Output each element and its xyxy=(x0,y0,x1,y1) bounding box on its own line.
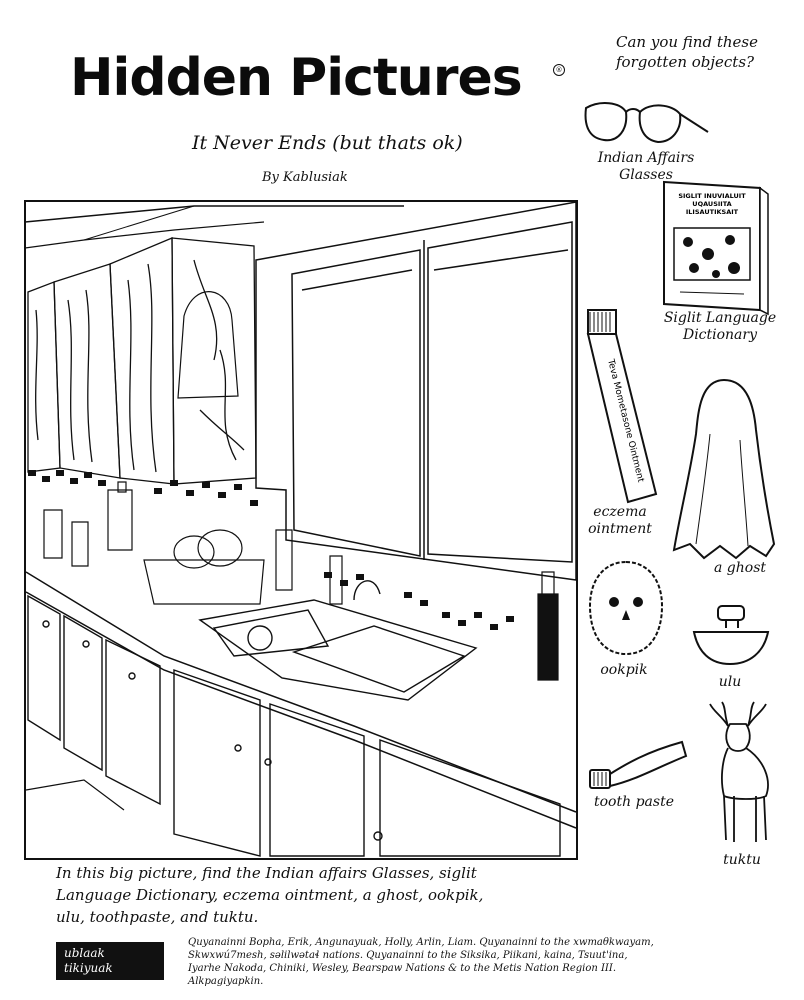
find-prompt: Can you find these forgotten objects? xyxy=(616,32,786,72)
acknowledgements: Quyanainni Bopha, Erik, Angunayuak, Holl… xyxy=(188,936,688,988)
label-ulu: ulu xyxy=(718,674,742,690)
glasses-icon xyxy=(580,98,710,158)
prompt-line-1: Can you find these xyxy=(616,33,758,51)
dictionary-icon: SIGLIT INUVIALUIT UQAUSIITA ILISAUTIKSAI… xyxy=(660,176,772,316)
instructions: In this big picture, find the Indian aff… xyxy=(56,862,556,928)
thanks-line-2: Skwxwú7mesh, səlilwətaɬ nations. Quyanai… xyxy=(188,950,628,961)
caribou-icon xyxy=(704,700,784,850)
logo-line-1: ublaak xyxy=(64,946,105,960)
label-ointment: eczema ointment xyxy=(588,504,652,537)
publisher-logo: ublaak tikiyuak xyxy=(56,942,164,980)
toothpaste-icon xyxy=(586,734,690,794)
thanks-line-1: Quyanainni Bopha, Erik, Angunayuak, Holl… xyxy=(188,937,654,948)
label-ookpik: ookpik xyxy=(600,662,648,678)
instructions-line-1: In this big picture, find the Indian aff… xyxy=(56,864,477,882)
registered-mark: ® xyxy=(553,64,565,76)
logo-line-2: tikiyuak xyxy=(64,961,113,975)
ghost-icon xyxy=(670,374,780,560)
sink xyxy=(200,581,476,700)
instructions-line-3: ulu, toothpaste, and tuktu. xyxy=(56,908,259,926)
ookpik-owl-icon xyxy=(586,558,666,658)
ointment-tube-icon: Teva Mometasone Ointment xyxy=(584,306,664,506)
label-tuktu: tuktu xyxy=(723,852,761,868)
dictionary-cover-text-1: SIGLIT INUVIALUIT xyxy=(678,192,746,200)
dictionary-cover-text-2: UQAUSIITA xyxy=(692,200,731,208)
counter xyxy=(26,572,576,828)
page-subtitle: It Never Ends (but thats ok) xyxy=(192,132,463,154)
backsplash xyxy=(28,470,514,630)
ulu-knife-icon xyxy=(680,600,780,670)
prompt-line-2: forgotten objects? xyxy=(616,53,755,71)
hidden-ghost xyxy=(178,292,238,398)
label-ghost: a ghost xyxy=(713,560,766,576)
window xyxy=(256,202,576,580)
dictionary-cover-text-3: ILISAUTIKSAIT xyxy=(686,208,739,216)
label-glasses: Indian Affairs Glasses xyxy=(597,150,695,183)
label-dictionary: Siglit Language Dictionary xyxy=(663,310,777,343)
label-toothpaste: tooth paste xyxy=(594,794,674,810)
scene-frame xyxy=(25,201,577,859)
lower-cabinets xyxy=(28,596,560,856)
kitchen-scene xyxy=(24,200,580,862)
thanks-line-3: Iyarhe Nakoda, Chiniki, Wesley, Bearspaw… xyxy=(188,963,617,987)
dish-rack xyxy=(44,482,558,680)
page-title: Hidden Pictures xyxy=(70,48,523,108)
instructions-line-2: Language Dictionary, eczema ointment, a … xyxy=(56,886,484,904)
byline: By Kablusiak xyxy=(262,170,348,185)
